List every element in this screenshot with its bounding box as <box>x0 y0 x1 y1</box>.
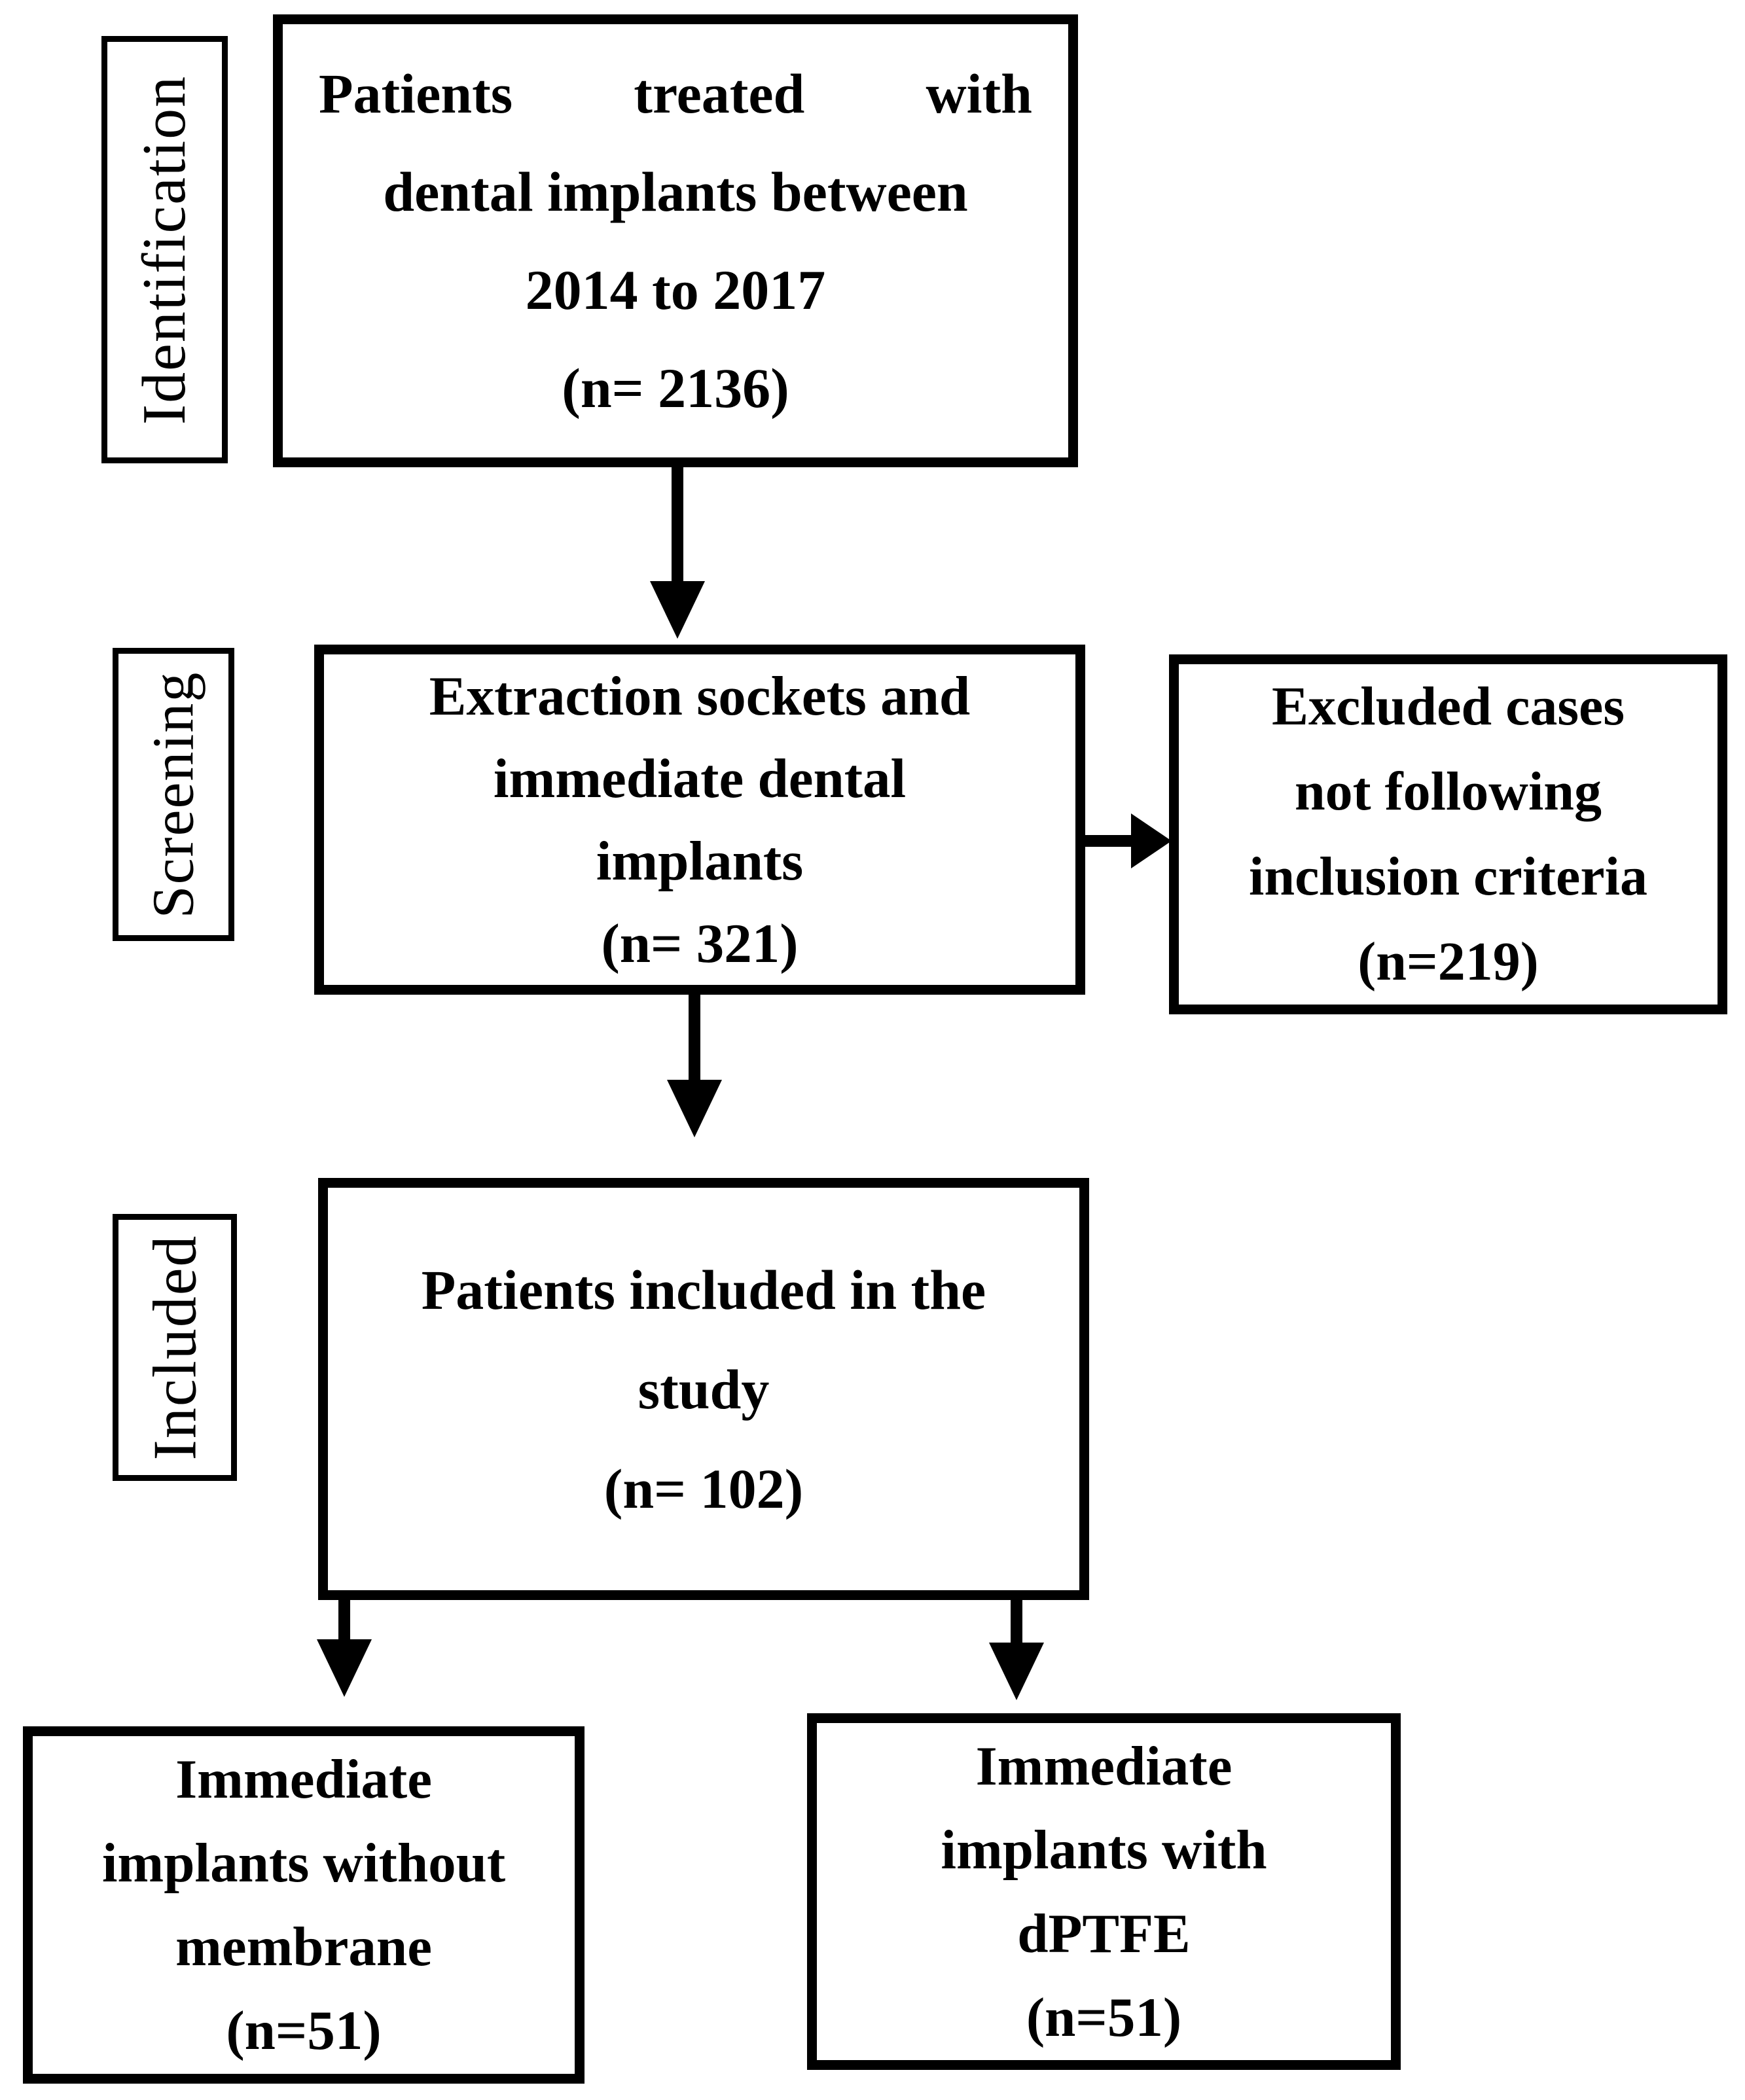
box-group-no-membrane: Immediate implants without membrane (n=5… <box>23 1726 585 2084</box>
box-patients-included: Patients included in the study (n= 102) <box>318 1178 1089 1600</box>
arrow-shaft <box>672 465 683 584</box>
box-text-line: Extraction sockets and <box>429 665 971 727</box>
box-text-line: implants with <box>941 1819 1267 1881</box>
arrow-shaft <box>338 1599 350 1641</box>
stage-label-text: Screening <box>141 671 206 918</box>
box-count-line: (n= 102) <box>603 1457 804 1520</box>
box-count-line: (n=51) <box>1026 1986 1182 2048</box>
arrowhead-down-icon <box>667 1080 722 1137</box>
arrowhead-down-icon <box>989 1643 1044 1700</box>
box-text-line: Patients included in the <box>421 1258 986 1321</box>
box-count-line: (n= 2136) <box>562 357 789 419</box>
box-text-line: membrane <box>175 1916 432 1978</box>
box-text-line: implants without <box>101 1832 506 1894</box>
box-text-line: inclusion criteria <box>1249 846 1647 907</box>
box-text-line: immediate dental <box>493 747 907 810</box>
box-text-line: dental implants between <box>383 160 968 223</box>
box-excluded-cases: Excluded cases not following inclusion c… <box>1169 654 1727 1014</box>
stage-label-text: Identification <box>130 75 199 425</box>
arrowhead-right-icon <box>1131 813 1172 868</box>
box-extraction-sockets: Extraction sockets and immediate dental … <box>314 645 1085 995</box>
box-text-line: implants <box>596 830 804 892</box>
box-text-line: Patients treated with <box>319 62 1032 125</box>
box-count-line: (n= 321) <box>601 912 799 974</box>
stage-label-screening: Screening <box>113 648 234 941</box>
box-count-line: (n=51) <box>226 2000 382 2061</box>
stage-label-text: Included <box>141 1234 209 1461</box>
box-count-line: (n=219) <box>1358 931 1539 992</box>
box-group-dptfe: Immediate implants with dPTFE (n=51) <box>807 1713 1401 2070</box>
box-text-line: not following <box>1294 761 1602 822</box>
arrow-shaft <box>1084 835 1134 847</box>
box-text-line: Excluded cases <box>1271 676 1625 737</box>
box-text-line: 2014 to 2017 <box>525 258 826 321</box>
arrow-shaft <box>1011 1599 1022 1645</box>
arrow-shaft <box>689 993 700 1082</box>
box-text-line: study <box>638 1357 770 1421</box>
stage-label-included: Included <box>113 1214 237 1481</box>
box-text-line: Immediate <box>975 1735 1232 1797</box>
box-text-line: dPTFE <box>1017 1902 1191 1965</box>
stage-label-identification: Identification <box>101 36 228 463</box>
arrowhead-down-icon <box>650 581 705 639</box>
box-text-line: Immediate <box>175 1749 432 1810</box>
arrowhead-down-icon <box>317 1639 372 1697</box>
box-patients-identified: Patients treated with dental implants be… <box>273 14 1078 467</box>
